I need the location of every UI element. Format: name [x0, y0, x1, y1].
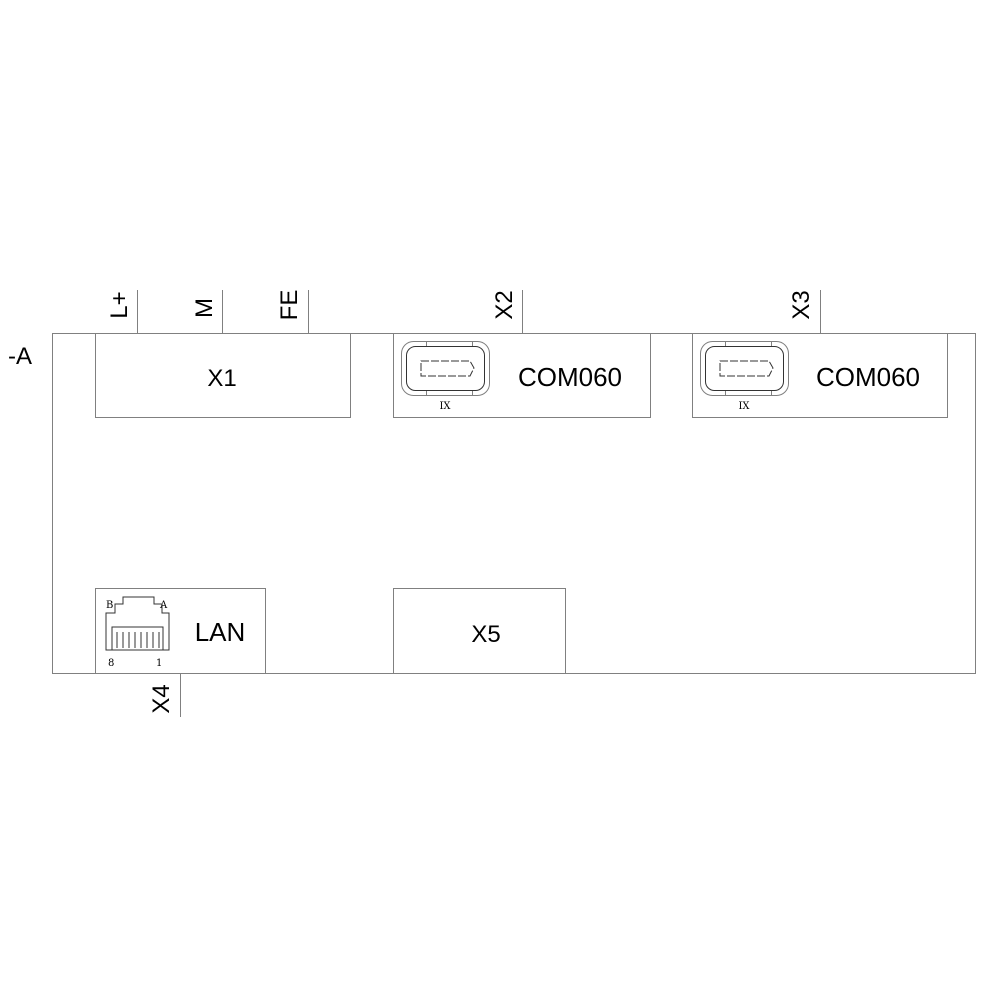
lan-pin-b: B: [106, 600, 113, 611]
module-com1-label: COM060: [518, 362, 622, 392]
module-com1-sub: IX: [439, 401, 451, 412]
terminal-lines: [137, 290, 821, 717]
module-com2: [692, 333, 948, 418]
terminal-x4: X4: [148, 684, 175, 713]
module-lan-label: LAN: [195, 617, 246, 647]
module-com2-label: COM060: [816, 362, 920, 392]
module-x5-label: X5: [471, 621, 500, 648]
terminal-x2: X2: [491, 290, 518, 319]
module-com2-sub: IX: [738, 401, 750, 412]
lan-pin-a: A: [159, 600, 168, 611]
module-lan: [95, 588, 266, 674]
com-port-icon: [700, 341, 789, 396]
terminal-x3: X3: [788, 290, 815, 319]
terminal-lplus: L+: [106, 291, 133, 318]
lan-pin-1: 1: [156, 658, 162, 669]
rj45-port-icon: [105, 596, 170, 651]
lan-pin-8: 8: [108, 658, 114, 669]
module-com1: [393, 333, 651, 418]
module-x1-label: X1: [207, 365, 236, 392]
device-label: -A: [8, 343, 32, 370]
terminal-m: M: [191, 298, 218, 318]
com-port-icon: [401, 341, 490, 396]
module-x1: [95, 333, 351, 418]
terminal-fe: FE: [276, 290, 303, 321]
module-x5: [393, 588, 566, 674]
